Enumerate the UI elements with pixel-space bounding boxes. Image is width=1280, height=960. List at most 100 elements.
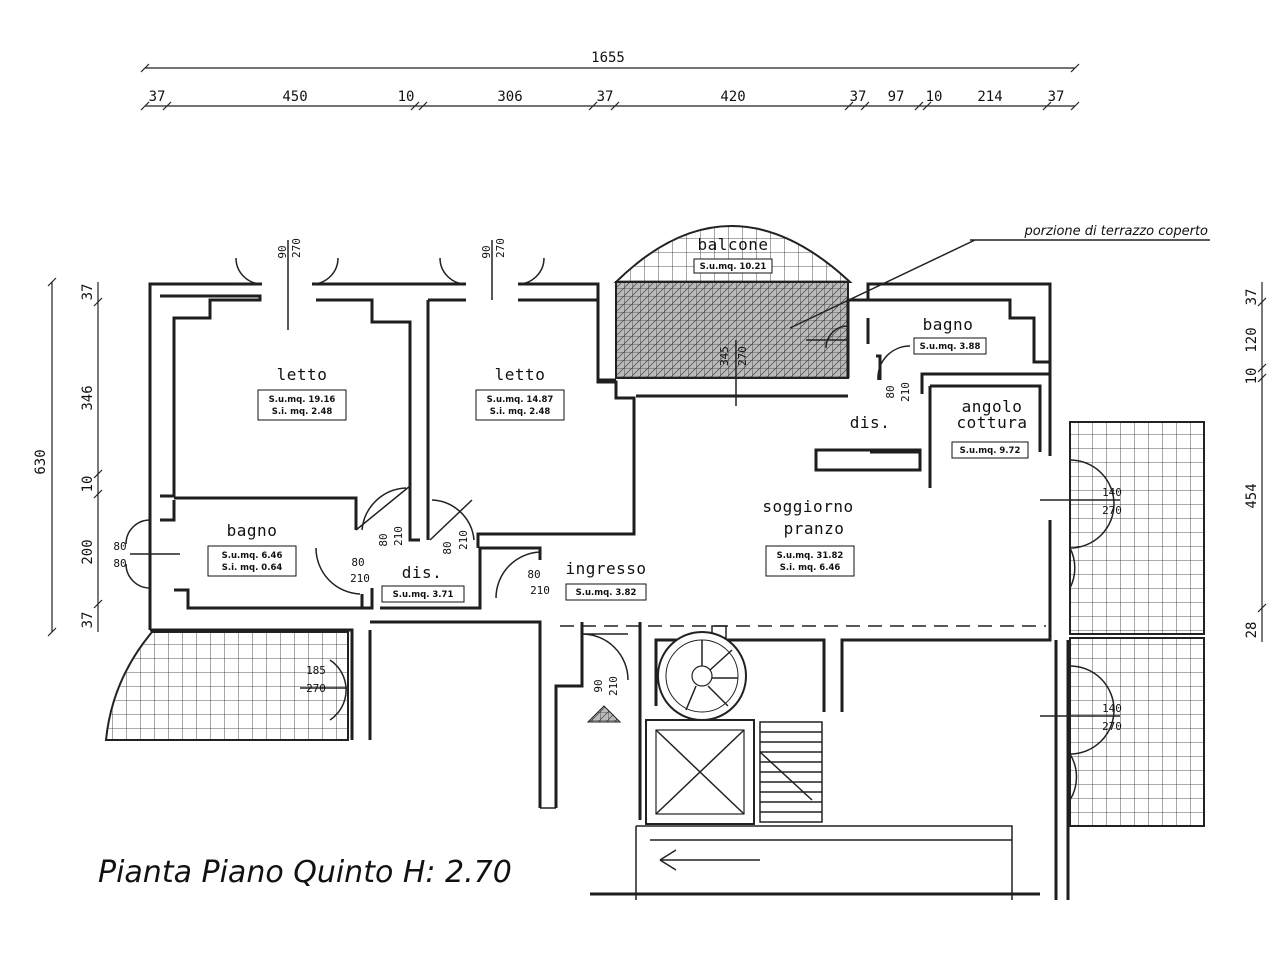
opening-door-letto2-width: 80 xyxy=(441,541,454,554)
opening-door-bagno-height: 210 xyxy=(350,572,370,585)
dim-right-3: 10 xyxy=(1244,368,1260,385)
dim-top-2: 450 xyxy=(282,89,307,105)
dim-top-11: 37 xyxy=(1048,89,1065,105)
opening-door-ingresso-width: 80 xyxy=(527,568,540,581)
dim-left-4: 200 xyxy=(80,539,96,564)
opening-door-letto1-height: 210 xyxy=(392,526,405,546)
opening-terr-right2-width: 140 xyxy=(1102,702,1122,715)
room-name: ingresso xyxy=(565,559,646,578)
room-name-1: angolo xyxy=(962,397,1023,416)
terrace-left xyxy=(104,631,349,741)
area-si: S.i. mq. 2.48 xyxy=(490,407,551,417)
opening-w2-width: 90 xyxy=(480,245,493,258)
elevator-shaft xyxy=(645,719,755,825)
doors xyxy=(125,240,1120,801)
opening-door-stair-height: 210 xyxy=(607,676,620,696)
room-letto-2: letto S.u.mq. 14.87 S.i. mq. 2.48 xyxy=(475,365,565,421)
opening-bagno-win-height: 80 xyxy=(113,557,126,570)
room-name-2: cottura xyxy=(957,413,1028,432)
dim-top-9: 10 xyxy=(926,89,943,105)
dim-total-height: 630 xyxy=(33,449,49,474)
area-su: S.u.mq. 10.21 xyxy=(700,262,767,272)
opening-door-bagno2-height: 210 xyxy=(899,382,912,402)
dim-right-2: 120 xyxy=(1244,327,1260,352)
room-bagno-1: bagno S.u.mq. 6.46 S.i. mq. 0.64 xyxy=(207,521,297,577)
room-balcone: balcone S.u.mq. 10.21 xyxy=(693,235,773,274)
opening-balcone-door-height: 270 xyxy=(736,346,749,366)
opening-terr-right1-height: 270 xyxy=(1102,504,1122,517)
room-name-1: soggiorno xyxy=(762,497,853,516)
dim-ticks-top xyxy=(140,101,1080,111)
area-su: S.u.mq. 6.46 xyxy=(222,551,283,561)
room-letto-1: letto S.u.mq. 19.16 S.i. mq. 2.48 xyxy=(257,365,347,421)
dim-right-4: 454 xyxy=(1244,483,1260,508)
stair-arrow-marker xyxy=(586,705,622,723)
top-dimensions: 1655 37 450 10 306 37 420 37 97 10 214 3… xyxy=(140,50,1080,111)
dim-top-5: 37 xyxy=(597,89,614,105)
area-su: S.u.mq. 3.71 xyxy=(393,590,454,600)
area-si: S.i. mq. 2.48 xyxy=(272,407,333,417)
opening-balcone-door-width: 345 xyxy=(718,346,731,366)
right-dimensions: 37 120 10 454 28 xyxy=(1244,282,1267,642)
area-si: S.i. mq. 6.46 xyxy=(780,563,841,573)
dim-right-5: 28 xyxy=(1244,622,1260,639)
room-name: letto xyxy=(495,365,546,384)
opening-terr-left-height: 270 xyxy=(306,682,326,695)
terrace-right-lower xyxy=(1069,637,1205,827)
opening-terr-right1-width: 140 xyxy=(1102,486,1122,499)
area-su: S.u.mq. 3.88 xyxy=(920,342,981,352)
room-ingresso: ingresso S.u.mq. 3.82 xyxy=(565,559,647,601)
dim-left-1: 37 xyxy=(80,284,96,301)
room-name-2: pranzo xyxy=(784,519,845,538)
room-dis-1: dis. S.u.mq. 3.71 xyxy=(381,563,465,603)
opening-door-letto2-height: 210 xyxy=(457,530,470,550)
plan-title: Pianta Piano Quinto H: 2.70 xyxy=(98,855,512,890)
room-name: balcone xyxy=(698,235,769,254)
room-soggiorno-pranzo: soggiorno pranzo S.u.mq. 31.82 S.i. mq. … xyxy=(762,497,855,577)
dim-left-5: 37 xyxy=(80,612,96,629)
opening-door-stair-width: 90 xyxy=(592,679,605,692)
opening-door-ingresso-height: 210 xyxy=(530,584,550,597)
dim-left-3: 10 xyxy=(80,476,96,493)
area-su: S.u.mq. 14.87 xyxy=(487,395,554,405)
dim-top-8: 97 xyxy=(888,89,905,105)
dim-right-1: 37 xyxy=(1244,289,1260,306)
dim-left-2: 346 xyxy=(80,385,96,410)
opening-terr-right2-height: 270 xyxy=(1102,720,1122,733)
opening-w1-width: 90 xyxy=(276,245,289,258)
room-name: letto xyxy=(277,365,328,384)
area-su: S.u.mq. 3.82 xyxy=(576,588,637,598)
room-name: bagno xyxy=(227,521,278,540)
dim-top-7: 37 xyxy=(850,89,867,105)
dim-top-3: 10 xyxy=(398,89,415,105)
stairwell xyxy=(635,721,1013,900)
dim-top-1: 37 xyxy=(149,89,166,105)
opening-labels: 90 270 90 270 80 80 80 210 80 210 80 210… xyxy=(113,238,1122,733)
area-su: S.u.mq. 9.72 xyxy=(960,446,1021,456)
area-su: S.u.mq. 19.16 xyxy=(269,395,336,405)
opening-terr-left-width: 185 xyxy=(306,664,326,677)
balcony-arc xyxy=(613,225,853,283)
covered-terrace-note: porzione di terrazzo coperto xyxy=(1023,224,1208,239)
room-name: bagno xyxy=(923,315,974,334)
room-name: dis. xyxy=(402,563,443,582)
dim-top-10: 214 xyxy=(977,89,1002,105)
area-su: S.u.mq. 31.82 xyxy=(777,551,844,561)
room-dis-2: dis. xyxy=(850,413,891,432)
room-name: dis. xyxy=(850,413,891,432)
room-bagno-2: bagno S.u.mq. 3.88 xyxy=(913,315,987,355)
terrace-right-upper xyxy=(1069,421,1205,635)
opening-w2-height: 270 xyxy=(494,238,507,258)
room-angolo-cottura: angolo cottura S.u.mq. 9.72 xyxy=(951,397,1029,459)
opening-w1-height: 270 xyxy=(290,238,303,258)
dim-total-width: 1655 xyxy=(591,50,625,66)
balcony-covered xyxy=(615,281,849,379)
area-si: S.i. mq. 0.64 xyxy=(222,563,283,573)
dim-top-4: 306 xyxy=(497,89,522,105)
opening-door-bagno-width: 80 xyxy=(351,556,364,569)
opening-bagno-win-width: 80 xyxy=(113,540,126,553)
left-dimensions: 630 37 346 10 200 37 xyxy=(33,277,103,637)
spiral-stair xyxy=(657,631,747,721)
opening-door-letto1-width: 80 xyxy=(377,533,390,546)
